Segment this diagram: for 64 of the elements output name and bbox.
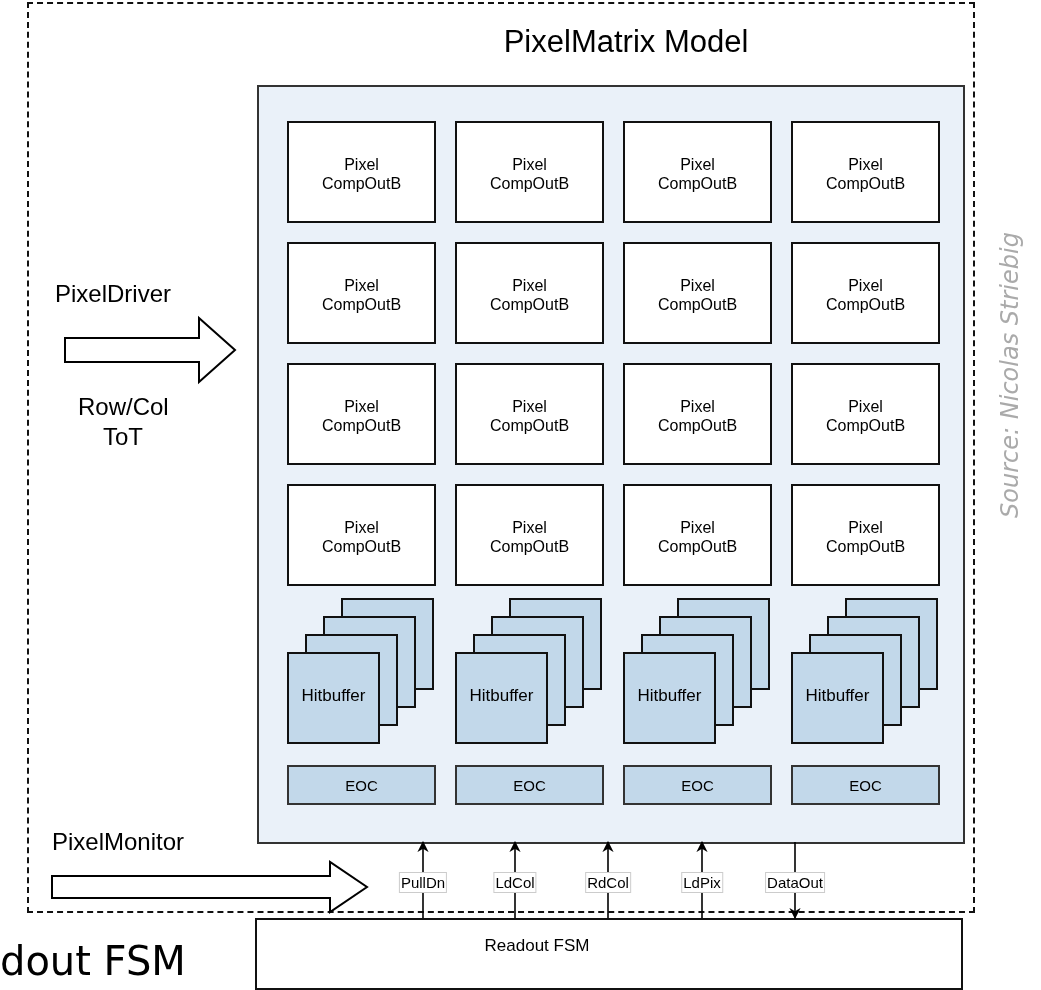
edge-label: LdCol xyxy=(493,872,537,893)
signal-note: Row/Col ToT xyxy=(78,392,168,452)
pixel-box xyxy=(791,484,940,586)
fsm-box xyxy=(255,918,963,990)
eoc-label: EOC xyxy=(344,777,379,794)
edge-label: PixelDriver xyxy=(55,280,171,308)
pixel-box xyxy=(287,363,436,465)
fsm-label: Readout FSM xyxy=(483,936,591,956)
hitbuffer-stack-drawing xyxy=(287,598,434,744)
pixel-label: Pixel CompOutB xyxy=(320,276,403,314)
pixel-box xyxy=(455,363,604,465)
hitbuffer-stack-drawing xyxy=(455,598,602,744)
monitor-label: PixelMonitor xyxy=(52,828,185,856)
edge-label: RdCol xyxy=(585,872,631,893)
hitbuffer-label: Hitbuffer xyxy=(468,686,535,706)
cropped-title: dout FSM xyxy=(0,938,186,984)
pixel-box xyxy=(287,484,436,586)
eoc-box xyxy=(623,765,772,805)
pixel-label: Pixel CompOutB xyxy=(656,155,739,193)
model-frame xyxy=(27,2,975,913)
pixel-label: Pixel CompOutB xyxy=(824,155,907,193)
block-arrow xyxy=(64,315,237,385)
pixel-label: Pixel CompOutB xyxy=(824,397,907,435)
pixel-box xyxy=(791,242,940,344)
eoc-box xyxy=(287,765,436,805)
hitbuffer-label: Hitbuffer xyxy=(636,686,703,706)
pixel-label: Pixel CompOutB xyxy=(488,155,571,193)
pixel-box xyxy=(791,121,940,223)
pixel-label: Pixel CompOutB xyxy=(824,276,907,314)
pixel-box xyxy=(623,484,772,586)
matrix-panel xyxy=(257,85,965,844)
edge-label: DataOut xyxy=(765,872,825,893)
eoc-label: EOC xyxy=(680,777,715,794)
pixel-box xyxy=(287,242,436,344)
hitbuffer-label: Hitbuffer xyxy=(804,686,871,706)
eoc-label: EOC xyxy=(848,777,883,794)
pixel-label: Pixel CompOutB xyxy=(656,276,739,314)
pixel-label: Pixel CompOutB xyxy=(488,397,571,435)
pixel-box xyxy=(455,242,604,344)
eoc-box xyxy=(455,765,604,805)
pixel-label: Pixel CompOutB xyxy=(320,155,403,193)
pixel-label: Pixel CompOutB xyxy=(488,276,571,314)
pixel-box xyxy=(455,121,604,223)
pixel-label: Pixel CompOutB xyxy=(824,518,907,556)
eoc-label: EOC xyxy=(512,777,547,794)
eoc-box xyxy=(791,765,940,805)
pixel-box xyxy=(623,121,772,223)
pixel-label: Pixel CompOutB xyxy=(488,518,571,556)
edge-label: PullDn xyxy=(398,872,448,893)
pixel-label: Pixel CompOutB xyxy=(656,518,739,556)
edge-label: LdPix xyxy=(681,872,723,893)
pixel-box xyxy=(287,121,436,223)
hitbuffer-label: Hitbuffer xyxy=(300,686,367,706)
pixel-label: Pixel CompOutB xyxy=(656,397,739,435)
pixel-box xyxy=(623,242,772,344)
hitbuffer-stack-drawing xyxy=(623,598,770,744)
source-credit: Source: Nicolas Striebig xyxy=(996,232,1024,518)
pixel-label: Pixel CompOutB xyxy=(320,518,403,556)
pixel-box xyxy=(455,484,604,586)
pixel-box xyxy=(623,363,772,465)
pixel-label: Pixel CompOutB xyxy=(320,397,403,435)
pixel-box xyxy=(791,363,940,465)
hitbuffer-stack-drawing xyxy=(791,598,938,744)
model-title: PixelMatrix Model xyxy=(502,24,750,60)
